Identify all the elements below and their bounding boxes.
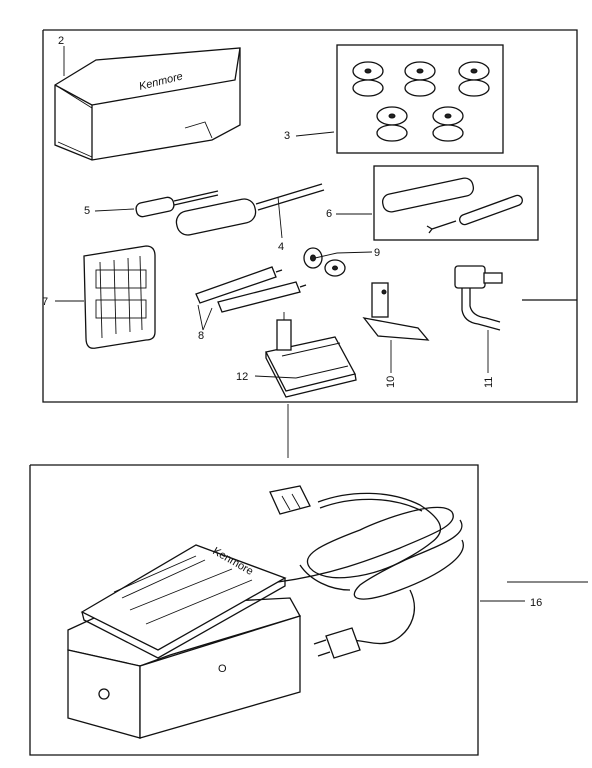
power-cord [277,492,464,645]
power-plug [313,627,361,659]
presser-foot [362,282,430,341]
bobbins-group [336,44,504,154]
bobbin-2 [404,61,436,97]
leader-lines-upper [55,46,489,379]
bobbin-5 [432,106,464,142]
buttonhole-foot [265,312,357,398]
seam-ripper [426,194,523,234]
zipper-foot [454,265,503,331]
seam-ripper-cap [381,177,475,213]
callout-3: 3 [284,130,290,142]
callout-10: 10 [385,376,397,388]
callout-2: 2 [58,35,64,47]
machine-connector [269,485,311,515]
bobbin-3 [458,61,490,97]
callout-16: 16 [530,597,542,609]
spool-pins [195,266,307,313]
callout-12: 12 [236,371,248,383]
bobbin-1 [352,61,384,97]
washers [303,247,346,277]
needle-pack [83,245,156,349]
callout-11: 11 [483,377,495,388]
accessories-panel [42,29,578,403]
callout-5: 5 [84,205,90,217]
accessory-box: Kenmore [54,47,241,161]
callout-9: 9 [374,247,380,259]
callout-7: 7 [42,296,48,308]
callout-6: 6 [326,208,332,220]
callout-8: 8 [198,330,204,342]
housing-mark: O [218,663,227,675]
large-screwdriver [175,183,325,239]
foot-control-panel [29,464,588,756]
bobbin-4 [376,106,408,142]
small-screwdriver [135,190,219,218]
callout-4: 4 [278,241,284,253]
seam-ripper-box [373,165,539,241]
foot-control: O Kenmore [67,544,301,739]
